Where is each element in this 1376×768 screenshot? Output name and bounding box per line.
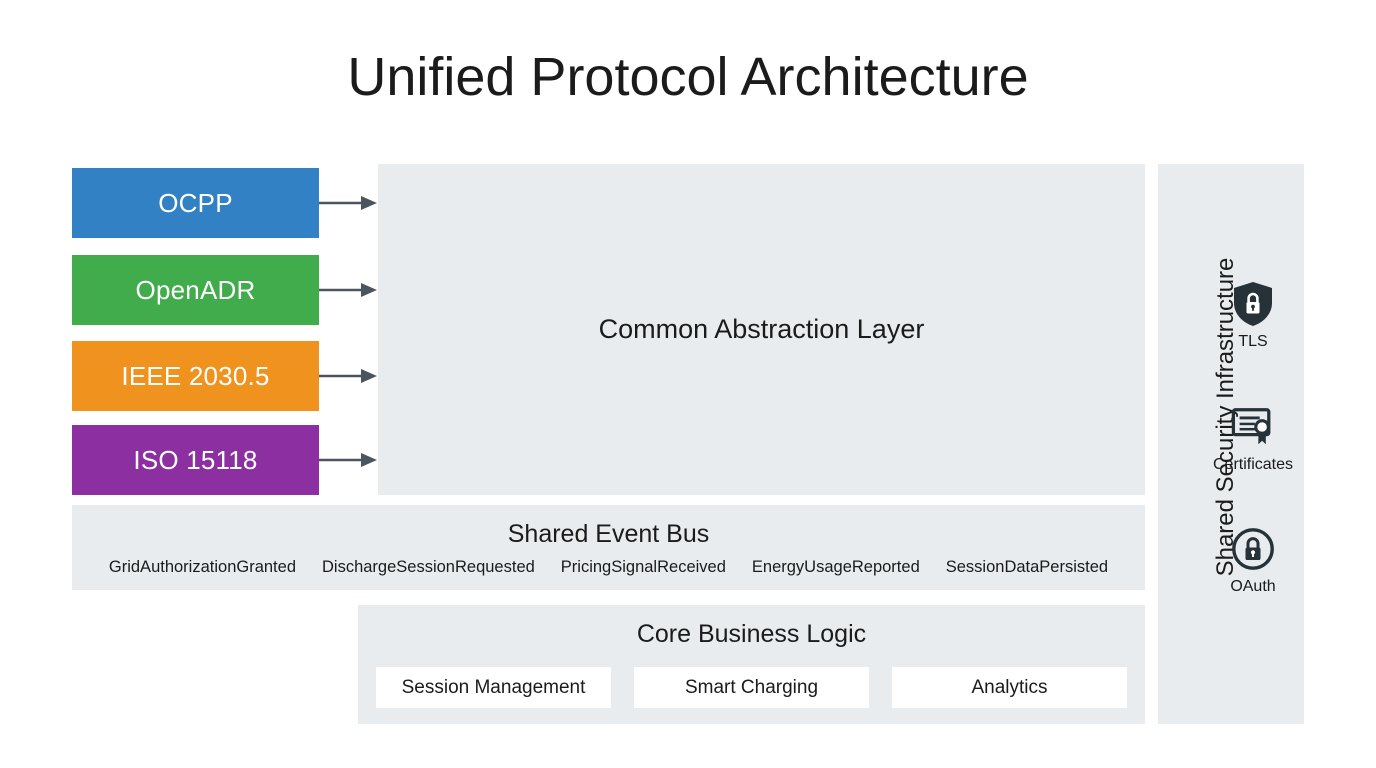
- protocol-label: OpenADR: [135, 274, 256, 305]
- core-business-logic-panel: Core Business Logic Session Management S…: [358, 605, 1145, 724]
- core-logic-card-label: Session Management: [401, 676, 586, 698]
- arrow-right-icon: [319, 281, 379, 299]
- shared-security-infrastructure-panel: Shared Security Infrastructure TLS: [1158, 164, 1304, 724]
- security-item-label: OAuth: [1230, 578, 1276, 595]
- protocol-box-ieee-2030-5[interactable]: IEEE 2030.5: [72, 341, 319, 411]
- event-bus-event-list: GridAuthorizationGranted DischargeSessio…: [72, 558, 1145, 577]
- event-bus-title: Shared Event Bus: [507, 519, 710, 548]
- arrow-right-icon: [319, 451, 379, 469]
- security-item-list: TLS Certificates: [1202, 164, 1304, 724]
- core-logic-title: Core Business Logic: [636, 620, 867, 648]
- core-logic-card-list: Session Management Smart Charging Analyt…: [376, 667, 1127, 708]
- security-item-label: TLS: [1238, 333, 1268, 350]
- circle-lock-icon: [1231, 527, 1275, 571]
- common-abstraction-layer-panel: Common Abstraction Layer: [378, 164, 1145, 495]
- core-logic-card-smart-charging[interactable]: Smart Charging: [634, 667, 869, 708]
- certificate-icon: [1231, 405, 1275, 449]
- arrow-right-icon: [319, 194, 379, 212]
- core-logic-card-label: Analytics: [971, 676, 1048, 698]
- protocol-label: IEEE 2030.5: [121, 360, 270, 391]
- core-logic-card-session-management[interactable]: Session Management: [376, 667, 611, 708]
- core-logic-card-analytics[interactable]: Analytics: [892, 667, 1127, 708]
- event-bus-event: GridAuthorizationGranted: [108, 557, 296, 576]
- arrow-right-icon: [319, 367, 379, 385]
- abstraction-layer-label: Common Abstraction Layer: [598, 314, 925, 344]
- page-title: Unified Protocol Architecture: [347, 47, 1029, 107]
- event-bus-event: PricingSignalReceived: [560, 557, 726, 576]
- security-item-certificates[interactable]: Certificates: [1202, 405, 1304, 474]
- protocol-label: ISO 15118: [133, 444, 258, 475]
- security-item-label: Certificates: [1212, 456, 1294, 473]
- security-item-tls[interactable]: TLS: [1202, 282, 1304, 351]
- event-bus-event: EnergyUsageReported: [751, 557, 920, 576]
- protocol-label: OCPP: [158, 187, 233, 218]
- protocol-box-iso-15118[interactable]: ISO 15118: [72, 425, 319, 495]
- core-logic-card-label: Smart Charging: [684, 676, 819, 698]
- protocol-box-ocpp[interactable]: OCPP: [72, 168, 319, 238]
- shared-event-bus-panel: Shared Event Bus GridAuthorizationGrante…: [72, 505, 1145, 590]
- security-item-oauth[interactable]: OAuth: [1202, 527, 1304, 596]
- protocol-box-openadr[interactable]: OpenADR: [72, 255, 319, 325]
- shield-lock-icon: [1231, 282, 1275, 326]
- event-bus-event: SessionDataPersisted: [945, 557, 1109, 576]
- event-bus-event: DischargeSessionRequested: [322, 557, 535, 576]
